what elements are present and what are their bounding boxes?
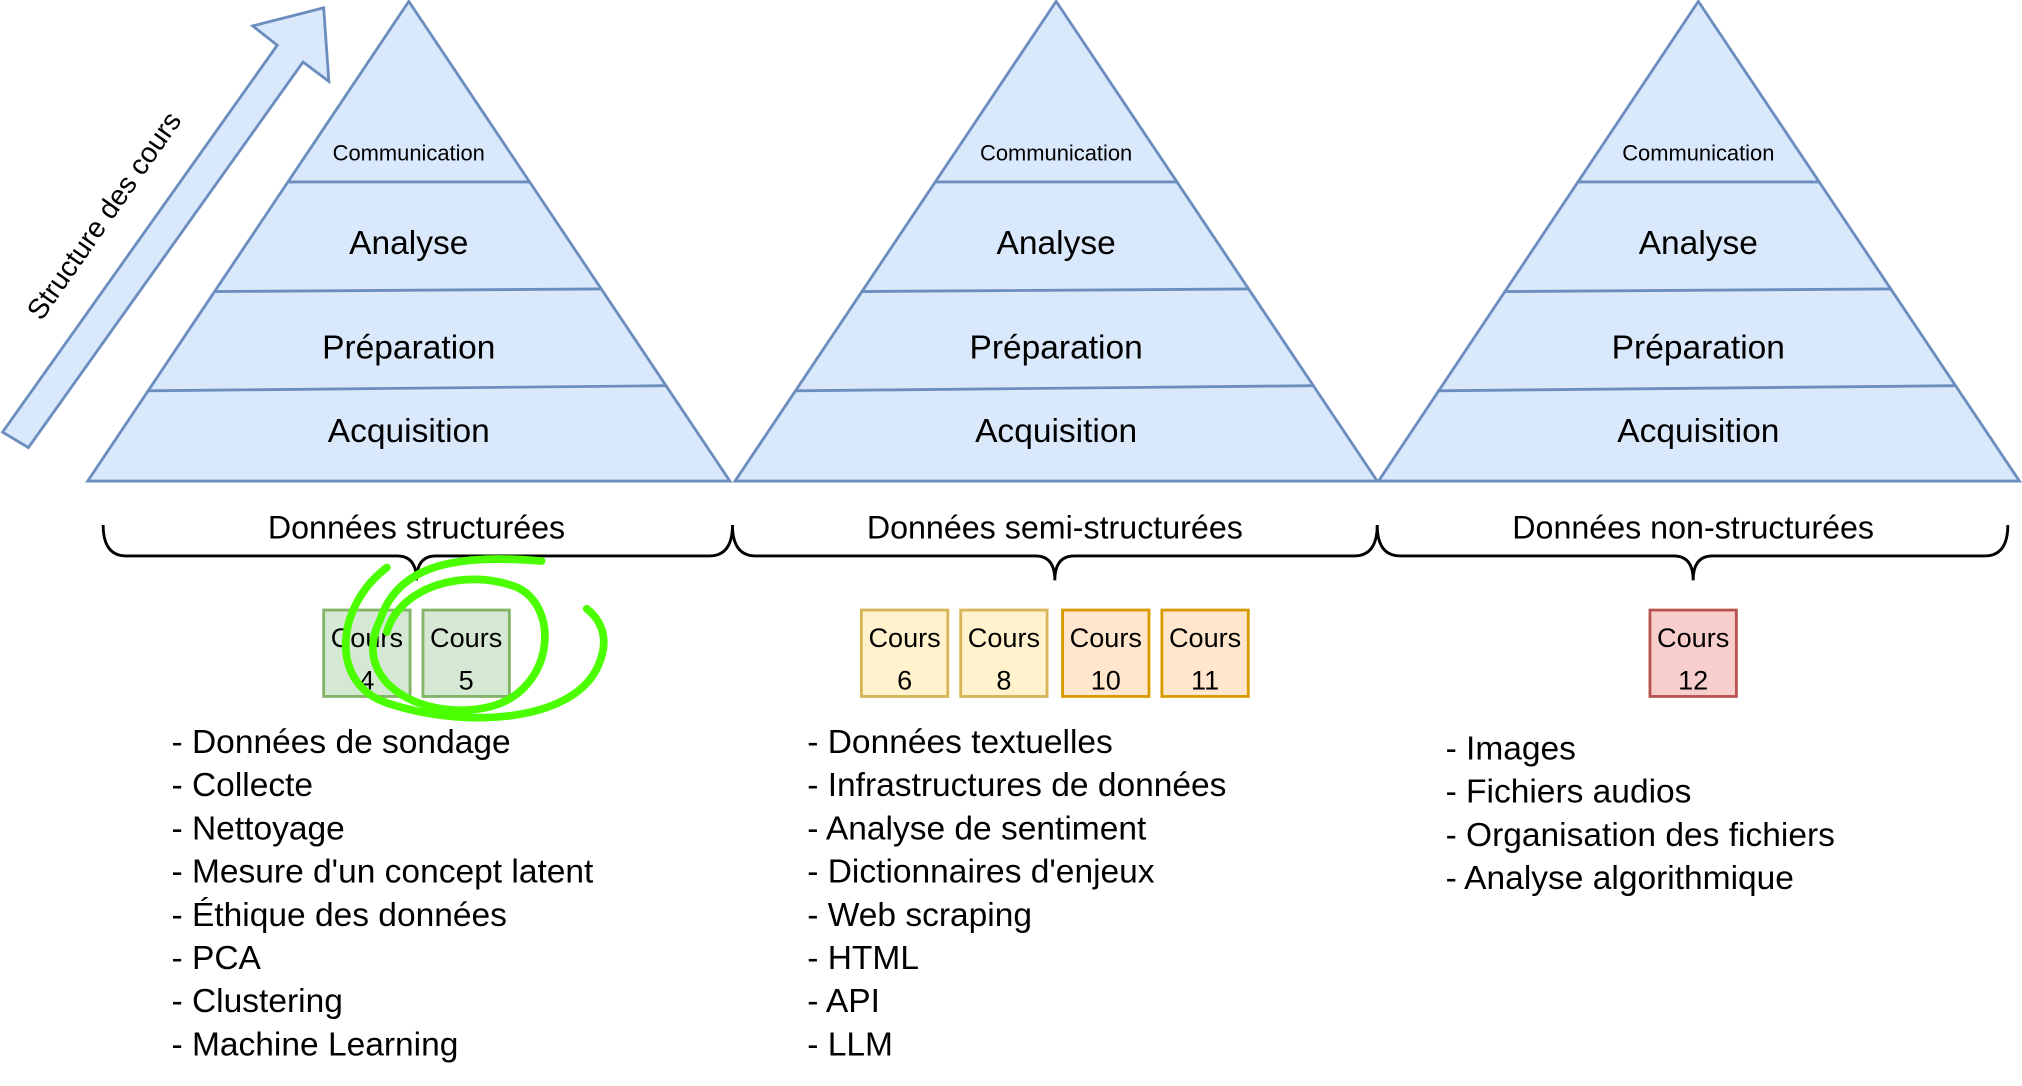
pyramid-layer-communication: Communication: [1622, 141, 1774, 166]
topic-item: - Collecte: [172, 767, 314, 804]
topic-item: - Éthique des données: [172, 897, 507, 934]
brace: [731, 524, 1379, 581]
brace: [101, 524, 734, 581]
topic-item: - Mesure d'un concept latent: [172, 854, 595, 891]
category-title: Données non-structurées: [1512, 510, 1874, 546]
topic-item: - Analyse algorithmique: [1446, 860, 1794, 897]
topic-item: - Machine Learning: [172, 1026, 459, 1063]
pyramid-layer-divider: [147, 384, 667, 393]
category-title: Données structurées: [268, 510, 565, 546]
pyramid-layer-analyse: Analyse: [349, 225, 468, 262]
topic-item: - Analyse de sentiment: [807, 810, 1147, 847]
column-donnees-semi-structurees: CommunicationAnalysePréparationAcquisiti…: [731, 0, 1380, 1063]
pyramid-layer-analyse: Analyse: [1639, 225, 1758, 262]
structure-arrow-icon: [0, 6, 331, 450]
pyramid-layer-divider: [1503, 287, 1892, 293]
pyramid-layer-preparation: Préparation: [322, 329, 495, 366]
category-title: Données semi-structurées: [867, 510, 1243, 546]
pyramid-layer-preparation: Préparation: [1612, 329, 1785, 366]
course-label: Cours: [1169, 622, 1241, 653]
topic-item: - Nettoyage: [172, 810, 345, 847]
course-box-11: Cours 11: [1160, 608, 1250, 698]
column-donnees-non-structurees: CommunicationAnalysePréparationAcquisiti…: [1375, 0, 2022, 897]
pyramid-layer-acquisition: Acquisition: [1617, 413, 1779, 450]
topic-item: - Organisation des fichiers: [1446, 817, 1835, 854]
topic-item: - Infrastructures de données: [807, 767, 1226, 804]
course-box-10: Cours 10: [1061, 608, 1151, 698]
topic-item: - HTML: [807, 940, 919, 977]
course-label: Cours: [968, 622, 1040, 653]
course-number: 6: [897, 664, 912, 695]
pyramid-layer-divider: [1437, 384, 1956, 393]
pyramid-layer-communication: Communication: [980, 141, 1132, 166]
course-box-12: Cours 12: [1648, 608, 1738, 698]
pyramid-layer-preparation: Préparation: [969, 329, 1142, 366]
topic-item: - Dictionnaires d'enjeux: [807, 854, 1155, 891]
topic-item: - API: [807, 983, 880, 1020]
topic-item: - LLM: [807, 1026, 893, 1063]
course-number: 11: [1191, 664, 1219, 695]
brace: [1375, 524, 2010, 581]
topic-item: - Données de sondage: [172, 724, 511, 761]
pyramid-layer-divider: [213, 287, 603, 293]
pyramid: [85, 0, 733, 483]
topic-item: - Clustering: [172, 983, 343, 1020]
column-donnees-structurees: CommunicationAnalysePréparationAcquisiti…: [85, 0, 734, 1063]
pyramid-layer-communication: Communication: [333, 141, 485, 166]
course-number: 5: [459, 664, 474, 695]
pyramid: [1375, 0, 2022, 483]
course-label: Cours: [1070, 622, 1142, 653]
topic-item: - PCA: [172, 940, 262, 977]
pyramid-layer-divider: [794, 384, 1315, 393]
pyramid-layer-acquisition: Acquisition: [975, 413, 1137, 450]
course-box-5: Cours 5: [421, 608, 511, 698]
course-box-8: Cours 8: [959, 608, 1049, 698]
topic-item: - Images: [1446, 730, 1576, 767]
course-number: 8: [996, 664, 1011, 695]
pyramid-layer-analyse: Analyse: [997, 225, 1116, 262]
course-label: Cours: [1657, 622, 1729, 653]
course-label: Cours: [430, 622, 502, 653]
topic-item: - Web scraping: [807, 897, 1032, 934]
course-number: 10: [1091, 664, 1121, 695]
pyramid-layer-divider: [861, 287, 1250, 293]
pyramid-layer-acquisition: Acquisition: [328, 413, 490, 450]
green-circle-annotation: [341, 555, 608, 722]
course-box-6: Cours 6: [859, 608, 950, 698]
course-label: Cours: [868, 622, 940, 653]
topic-item: - Fichiers audios: [1446, 774, 1692, 811]
pyramid: [732, 0, 1380, 483]
topic-item: - Données textuelles: [807, 724, 1113, 761]
course-number: 12: [1678, 664, 1708, 695]
